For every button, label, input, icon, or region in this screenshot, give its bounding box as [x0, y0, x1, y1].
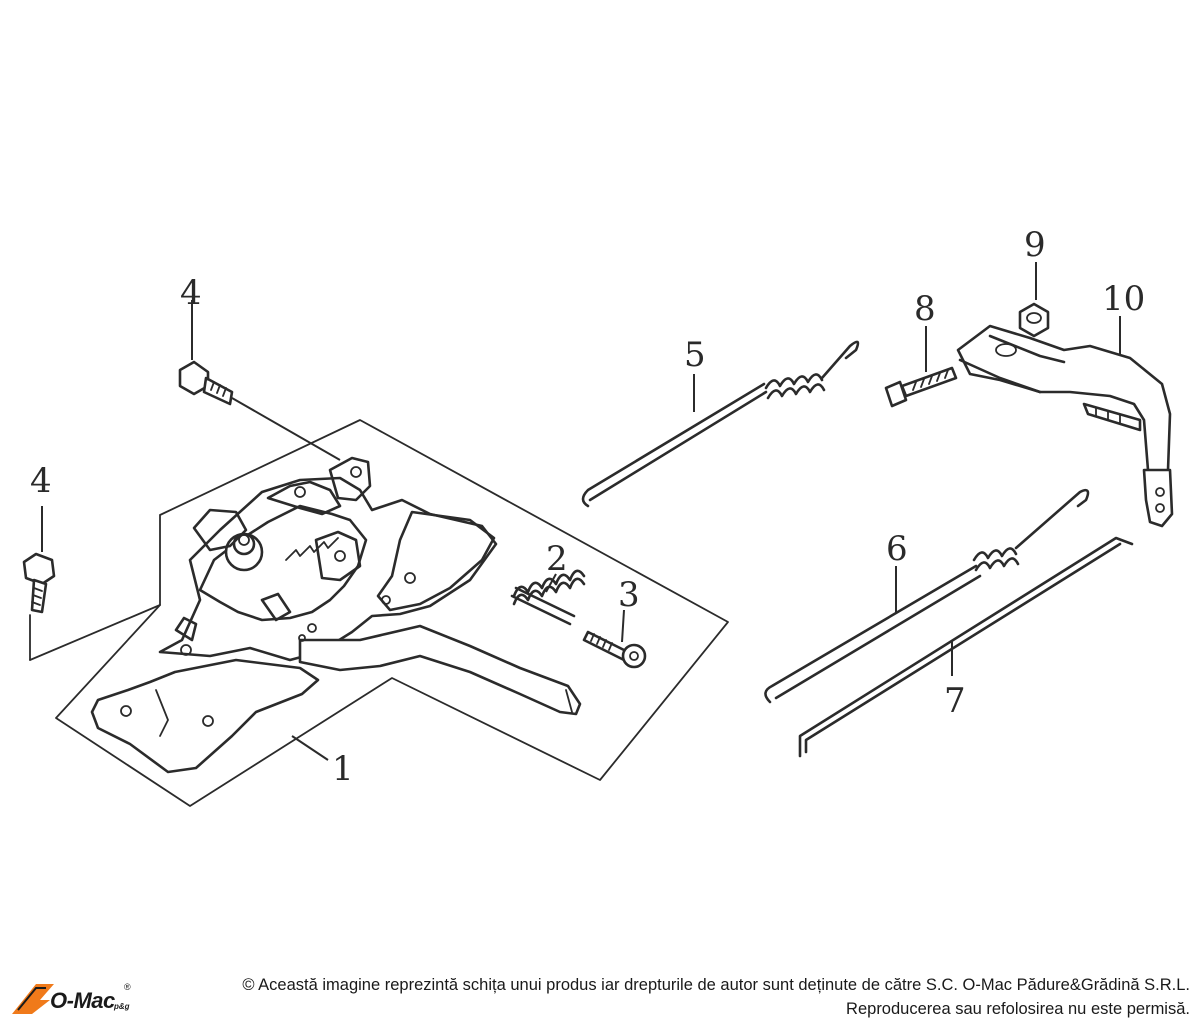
label-part-3: 3: [618, 575, 640, 615]
spring-rod-part-5: [581, 340, 860, 508]
label-part-9: 9: [1024, 225, 1046, 265]
logo-text: O-Mac: [50, 988, 115, 1013]
label-part-1: 1: [332, 749, 354, 789]
bracket-part-10: [956, 316, 1174, 528]
omac-logo: O-Mac p&g ®: [10, 980, 131, 1016]
logo-registered-mark: ®: [124, 982, 131, 992]
leader-part-1: [291, 735, 329, 761]
bolt-part-4-upper: [178, 300, 341, 461]
exploded-parts-diagram: 1 2 3 4 4 5 6 7 8 9 10: [22, 225, 1174, 807]
omac-logo-mark-icon: [12, 984, 54, 1014]
label-part-4-left: 4: [30, 461, 52, 501]
label-part-10: 10: [1102, 279, 1145, 319]
spring-part-2: [510, 569, 586, 626]
footer: O-Mac p&g ® © Această imagine reprezintă…: [0, 968, 1200, 1030]
bolt-part-8: [884, 326, 958, 408]
label-part-8: 8: [914, 289, 936, 329]
label-part-7: 7: [944, 681, 966, 721]
nut-part-9: [1018, 262, 1050, 338]
logo-sub: p&g: [114, 1002, 130, 1011]
rod-part-7: [798, 536, 1134, 758]
assembly-boundary-part-1: [29, 419, 729, 807]
screw-part-3: [582, 609, 647, 669]
label-part-4-upper: 4: [180, 273, 202, 313]
label-part-6: 6: [886, 529, 908, 569]
label-part-5: 5: [684, 335, 706, 375]
reproduction-notice: Reproducerea sau refolosirea nu este per…: [846, 1000, 1190, 1018]
control-plate-part-1: [90, 456, 582, 774]
copyright-notice: © Această imagine reprezintă schița unui…: [242, 976, 1190, 994]
label-part-2: 2: [546, 539, 568, 579]
rod-part-6: [764, 488, 1090, 704]
bolt-part-4-left: [22, 506, 56, 614]
